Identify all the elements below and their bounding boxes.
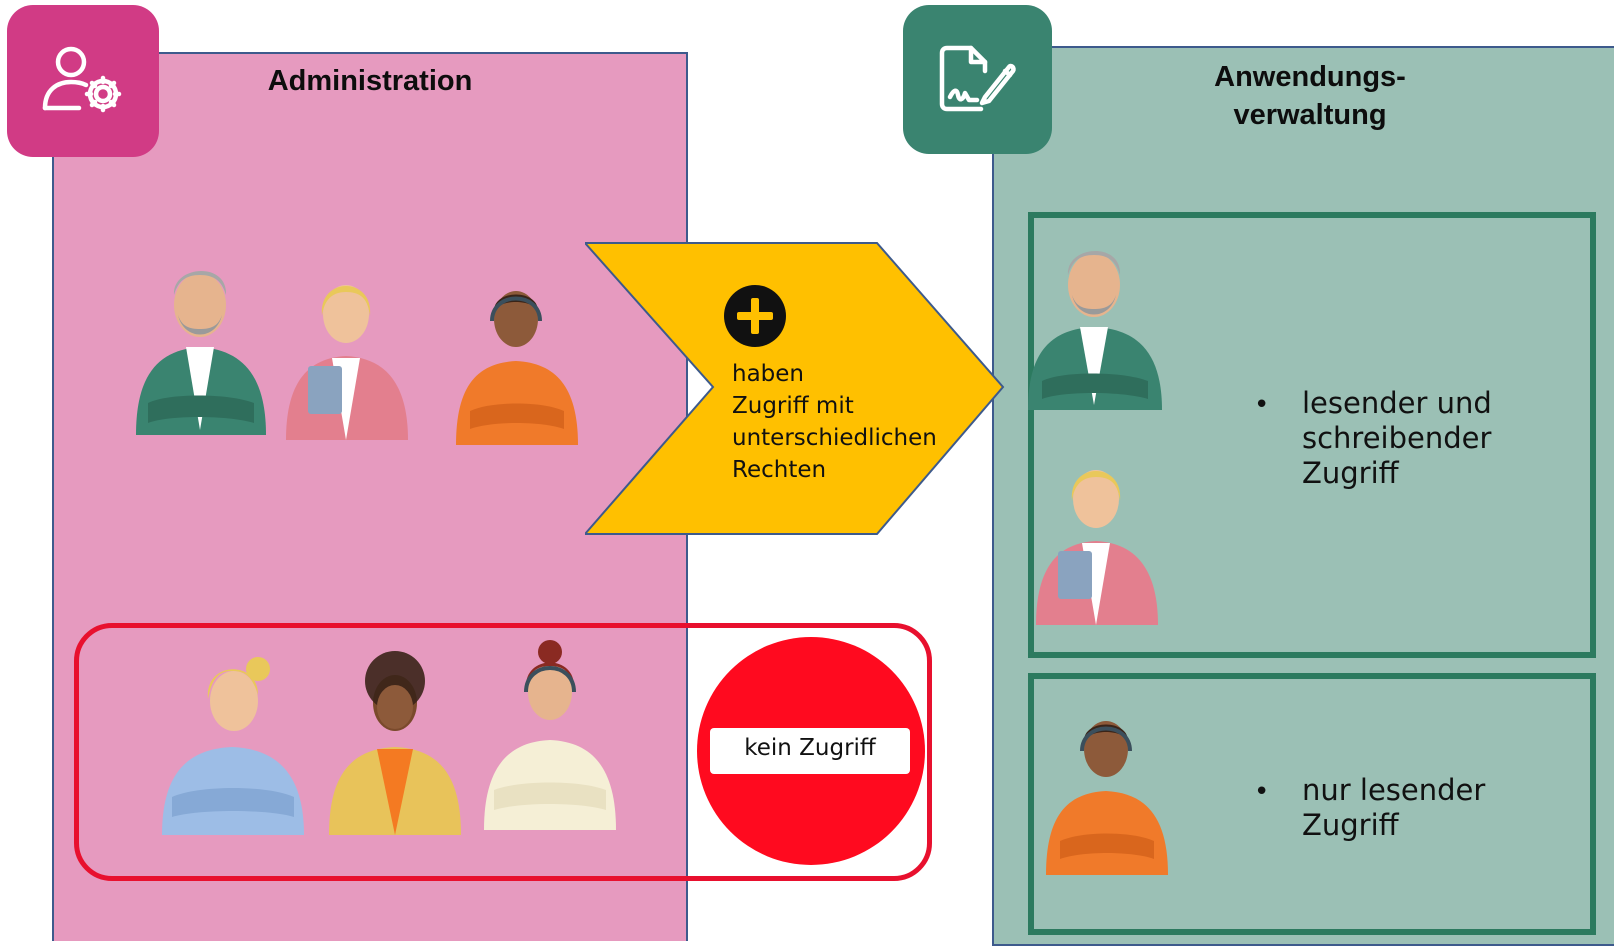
title-line: Anwendungs- xyxy=(1214,61,1406,93)
user-gear-icon xyxy=(42,46,122,113)
bullet-dot: • xyxy=(1254,777,1270,807)
access-arrow xyxy=(585,242,1005,535)
text-line: Zugriff mit xyxy=(732,393,854,419)
curly-woman-yellow-jacket-illustration xyxy=(329,651,461,835)
blonde-woman-blue-blouse-illustration xyxy=(162,657,304,835)
text-line: Zugriff xyxy=(1302,808,1399,842)
arrow-label: haben Zugriff mit unterschiedlichen Rech… xyxy=(732,358,982,486)
application-icon-tile xyxy=(903,5,1052,154)
text-line: unterschiedlichen xyxy=(732,425,937,451)
text-line: haben xyxy=(732,361,804,387)
older-man-green-jacket-illustration xyxy=(1028,250,1162,410)
blonde-woman-pink-blazer-illustration xyxy=(286,285,408,440)
read-only-access-text: nur lesender Zugriff xyxy=(1302,773,1572,843)
text-line: Zugriff xyxy=(1302,456,1399,490)
blonde-woman-pink-blazer-illustration xyxy=(1036,470,1158,625)
bullet-dot: • xyxy=(1254,390,1270,420)
man-orange-shirt-headset-illustration xyxy=(1046,721,1168,875)
text-line: nur lesender xyxy=(1302,773,1486,807)
text-line: lesender und xyxy=(1302,386,1492,420)
man-orange-shirt-headset-illustration xyxy=(456,291,578,445)
read-write-access-text: lesender und schreibender Zugriff xyxy=(1302,386,1572,491)
no-access-label: kein Zugriff xyxy=(744,735,876,761)
woman-cream-sweater-headset-illustration xyxy=(484,640,616,830)
no-entry-sign-icon xyxy=(697,637,925,865)
application-management-title: Anwendungs- verwaltung xyxy=(1180,58,1440,134)
read-write-access-box xyxy=(1028,212,1596,658)
administration-icon-tile xyxy=(7,5,159,157)
text-line: schreibender xyxy=(1302,421,1492,455)
read-only-access-box xyxy=(1028,673,1596,935)
older-man-green-jacket-illustration xyxy=(136,270,266,435)
plus-circle-icon xyxy=(724,285,786,347)
title-line: verwaltung xyxy=(1233,99,1387,131)
text-line: Rechten xyxy=(732,457,827,483)
no-access-frame xyxy=(74,623,932,881)
signed-document-icon xyxy=(939,45,1016,111)
administration-title: Administration xyxy=(267,65,473,97)
